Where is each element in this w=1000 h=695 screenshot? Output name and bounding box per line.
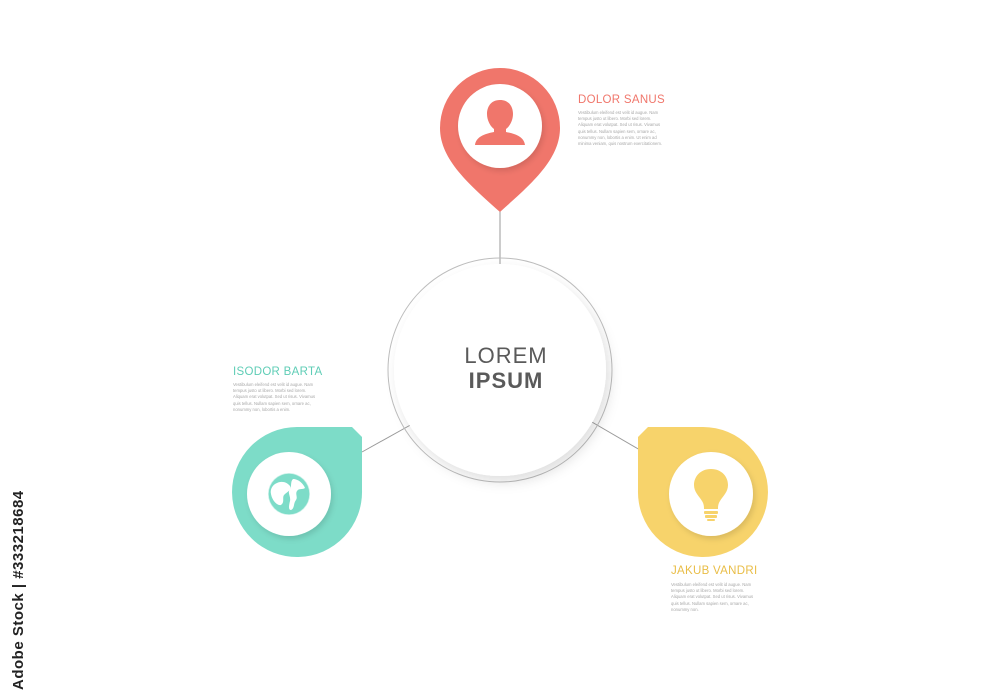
pin-right bbox=[637, 427, 768, 557]
globe-icon bbox=[267, 472, 311, 516]
node-top-title: DOLOR SANUS bbox=[578, 94, 666, 106]
node-left-body: Vestibulum eleifend est velit id augue. … bbox=[233, 382, 316, 412]
center-outer-ring bbox=[387, 257, 613, 483]
center-title-line1: LOREM bbox=[464, 343, 548, 368]
node-left-title: ISODOR BARTA bbox=[233, 366, 323, 378]
stock-id-watermark: Adobe Stock | #333218684 bbox=[10, 490, 27, 690]
lightbulb-icon bbox=[694, 469, 728, 521]
center-title-line2: IPSUM bbox=[468, 368, 544, 393]
person-icon bbox=[475, 100, 525, 145]
connector-right bbox=[584, 417, 641, 451]
node-right-title: JAKUB VANDRI bbox=[671, 565, 758, 577]
pin-top bbox=[440, 68, 560, 212]
node-top-body: Vestibulum eleifend est velit id augue. … bbox=[578, 110, 663, 147]
node-right-body: Vestibulum eleifend est velit id augue. … bbox=[671, 582, 754, 612]
center-disc bbox=[394, 264, 606, 476]
pin-left bbox=[232, 427, 363, 557]
